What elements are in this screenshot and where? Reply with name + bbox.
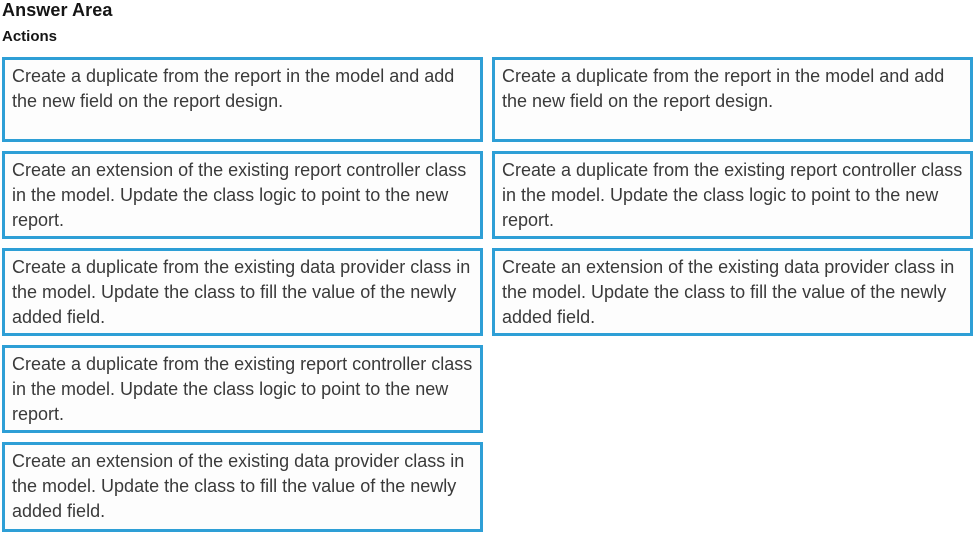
action-card-right-1[interactable]: Create a duplicate from the report in th… xyxy=(492,57,973,142)
action-card-right-3[interactable]: Create an extension of the existing data… xyxy=(492,248,973,336)
action-card-left-4[interactable]: Create a duplicate from the existing rep… xyxy=(2,345,483,433)
actions-label: Actions xyxy=(2,28,58,45)
actions-grid: Create a duplicate from the report in th… xyxy=(2,57,974,532)
action-card-left-1[interactable]: Create a duplicate from the report in th… xyxy=(2,57,483,142)
answer-area-title: Answer Area xyxy=(2,0,113,20)
action-card-left-2[interactable]: Create an extension of the existing repo… xyxy=(2,151,483,239)
action-card-right-2[interactable]: Create a duplicate from the existing rep… xyxy=(492,151,973,239)
action-card-left-3[interactable]: Create a duplicate from the existing dat… xyxy=(2,248,483,336)
action-card-left-5[interactable]: Create an extension of the existing data… xyxy=(2,442,483,532)
